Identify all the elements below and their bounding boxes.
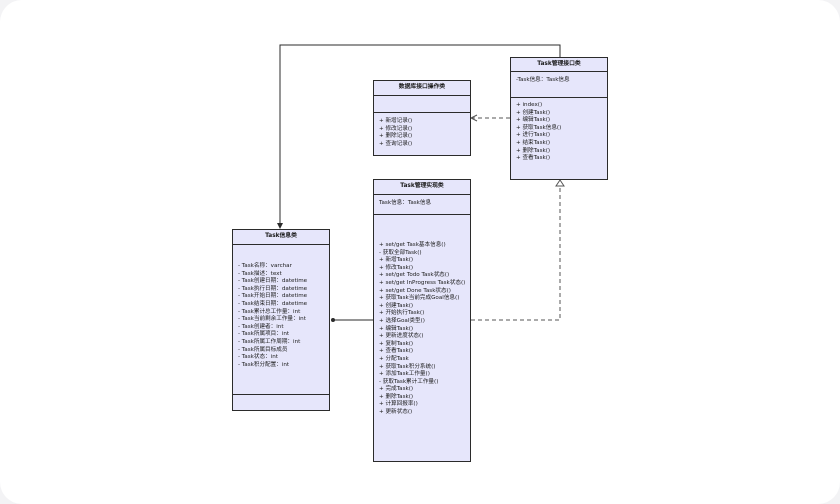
method: + set/get Done Task状态() [379, 287, 451, 294]
class-title: 数据库接口操作类 [374, 81, 470, 96]
method: + 获取Task当前完成Goal信息() [379, 295, 460, 302]
method: + 修改Task() [379, 264, 414, 271]
attributes-section: Task信息：Task信息 [374, 195, 470, 215]
method: + set/get Todo Task状态() [379, 272, 450, 279]
method: + 计算回报率() [379, 401, 418, 408]
dependency-arrowhead-db [469, 114, 478, 122]
association-interface-to-info [277, 44, 561, 229]
methods-section: + set/get Task基本信息() - 获取全部Task() + 新增Ta… [374, 215, 470, 461]
class-task-info[interactable]: Task信息类 - Task名称：varchar - Task描述：text -… [232, 229, 330, 411]
method: + 编辑Task() [516, 117, 551, 124]
methods-section: + 新增记录() + 修改记录() + 删除记录() + 查询记录() [374, 113, 470, 155]
method: - 获取Task累计工作量() [379, 378, 439, 385]
method: - 获取全部Task() [379, 249, 422, 256]
method: + 进行Task() [516, 132, 551, 139]
method: + 新增Task() [379, 257, 414, 264]
method: + set/get Task基本信息() [379, 242, 446, 248]
realization-impl-to-interface [471, 186, 561, 321]
method: + 编辑Task() [379, 325, 414, 332]
method: + 更新进度状态() [379, 333, 424, 340]
method: + 完成Task() [379, 386, 414, 393]
class-task-interface[interactable]: Task管理接口类 -Task信息：Task信息 + index() + 创建T… [510, 57, 608, 180]
realization-arrowhead [555, 179, 565, 187]
attributes-section [374, 96, 470, 113]
attribute: - Task积分配置：int [238, 361, 290, 368]
method: + 结束Task() [516, 139, 551, 146]
attribute: - Task状态：int [238, 354, 278, 361]
attributes-section: -Task信息：Task信息 [511, 72, 607, 98]
attribute: - Task所属工作周期：int [238, 338, 301, 345]
class-title: Task管理实现类 [374, 180, 470, 195]
attributes-section: - Task名称：varchar - Task描述：text - Task创建日… [233, 245, 329, 395]
method: + 删除记录() [379, 133, 413, 140]
attribute: - Task创建者：int [238, 323, 284, 330]
class-title: Task管理接口类 [511, 58, 607, 72]
attribute: - Task创建日期：datetime [238, 278, 308, 285]
method: + 获取Task积分系统() [379, 363, 436, 370]
method: + 查看Task() [379, 348, 414, 355]
method: + 添加Task工作量() [379, 371, 430, 378]
method: + 查看Task() [516, 155, 551, 162]
attribute: - Task描述：text [238, 270, 282, 277]
method: + set/get InProgress Task状态() [379, 279, 466, 286]
method: + 新增记录() [379, 118, 413, 124]
method: + 查询记录() [379, 140, 413, 147]
attribute: - Task结束日期：datetime [238, 300, 308, 307]
attribute: - Task开始日期：datetime [238, 293, 308, 300]
method: + 删除Task() [379, 393, 414, 400]
method: + 创建Task() [516, 109, 551, 116]
class-task-impl[interactable]: Task管理实现类 Task信息：Task信息 + set/get Task基本… [373, 179, 471, 462]
methods-section [233, 395, 329, 410]
attribute: - Task累计总工作量：int [238, 308, 301, 315]
method: + 复制Task() [379, 340, 414, 347]
method: + 获取Task信息() [516, 124, 562, 131]
class-db-operations[interactable]: 数据库接口操作类 + 新增记录() + 修改记录() + 删除记录() + 查询… [373, 80, 471, 156]
attribute: - Task当前剩余工作量：int [238, 316, 306, 323]
method: + 选择Goal类型() [379, 317, 425, 324]
method: + 删除Task() [516, 147, 551, 154]
method: + 修改记录() [379, 125, 413, 132]
method: + 分配Task [379, 355, 409, 362]
attribute: - Task所属项目：int [238, 331, 290, 338]
attribute: - Task执行日期：datetime [238, 285, 308, 292]
method: + index() [516, 102, 543, 108]
class-title: Task信息类 [233, 230, 329, 245]
attribute: - Task名称：varchar [238, 263, 292, 269]
methods-section: + index() + 创建Task() + 编辑Task() + 获取Task… [511, 98, 607, 179]
method: + 开始执行Task() [379, 310, 425, 317]
attribute: -Task信息：Task信息 [516, 77, 570, 83]
attribute: - Task所属目标成员 [238, 346, 288, 353]
method: + 更新状态() [379, 409, 413, 416]
association-endpoint-dot [331, 318, 335, 322]
method: + 创建Task() [379, 302, 414, 309]
attribute: Task信息：Task信息 [379, 200, 432, 206]
